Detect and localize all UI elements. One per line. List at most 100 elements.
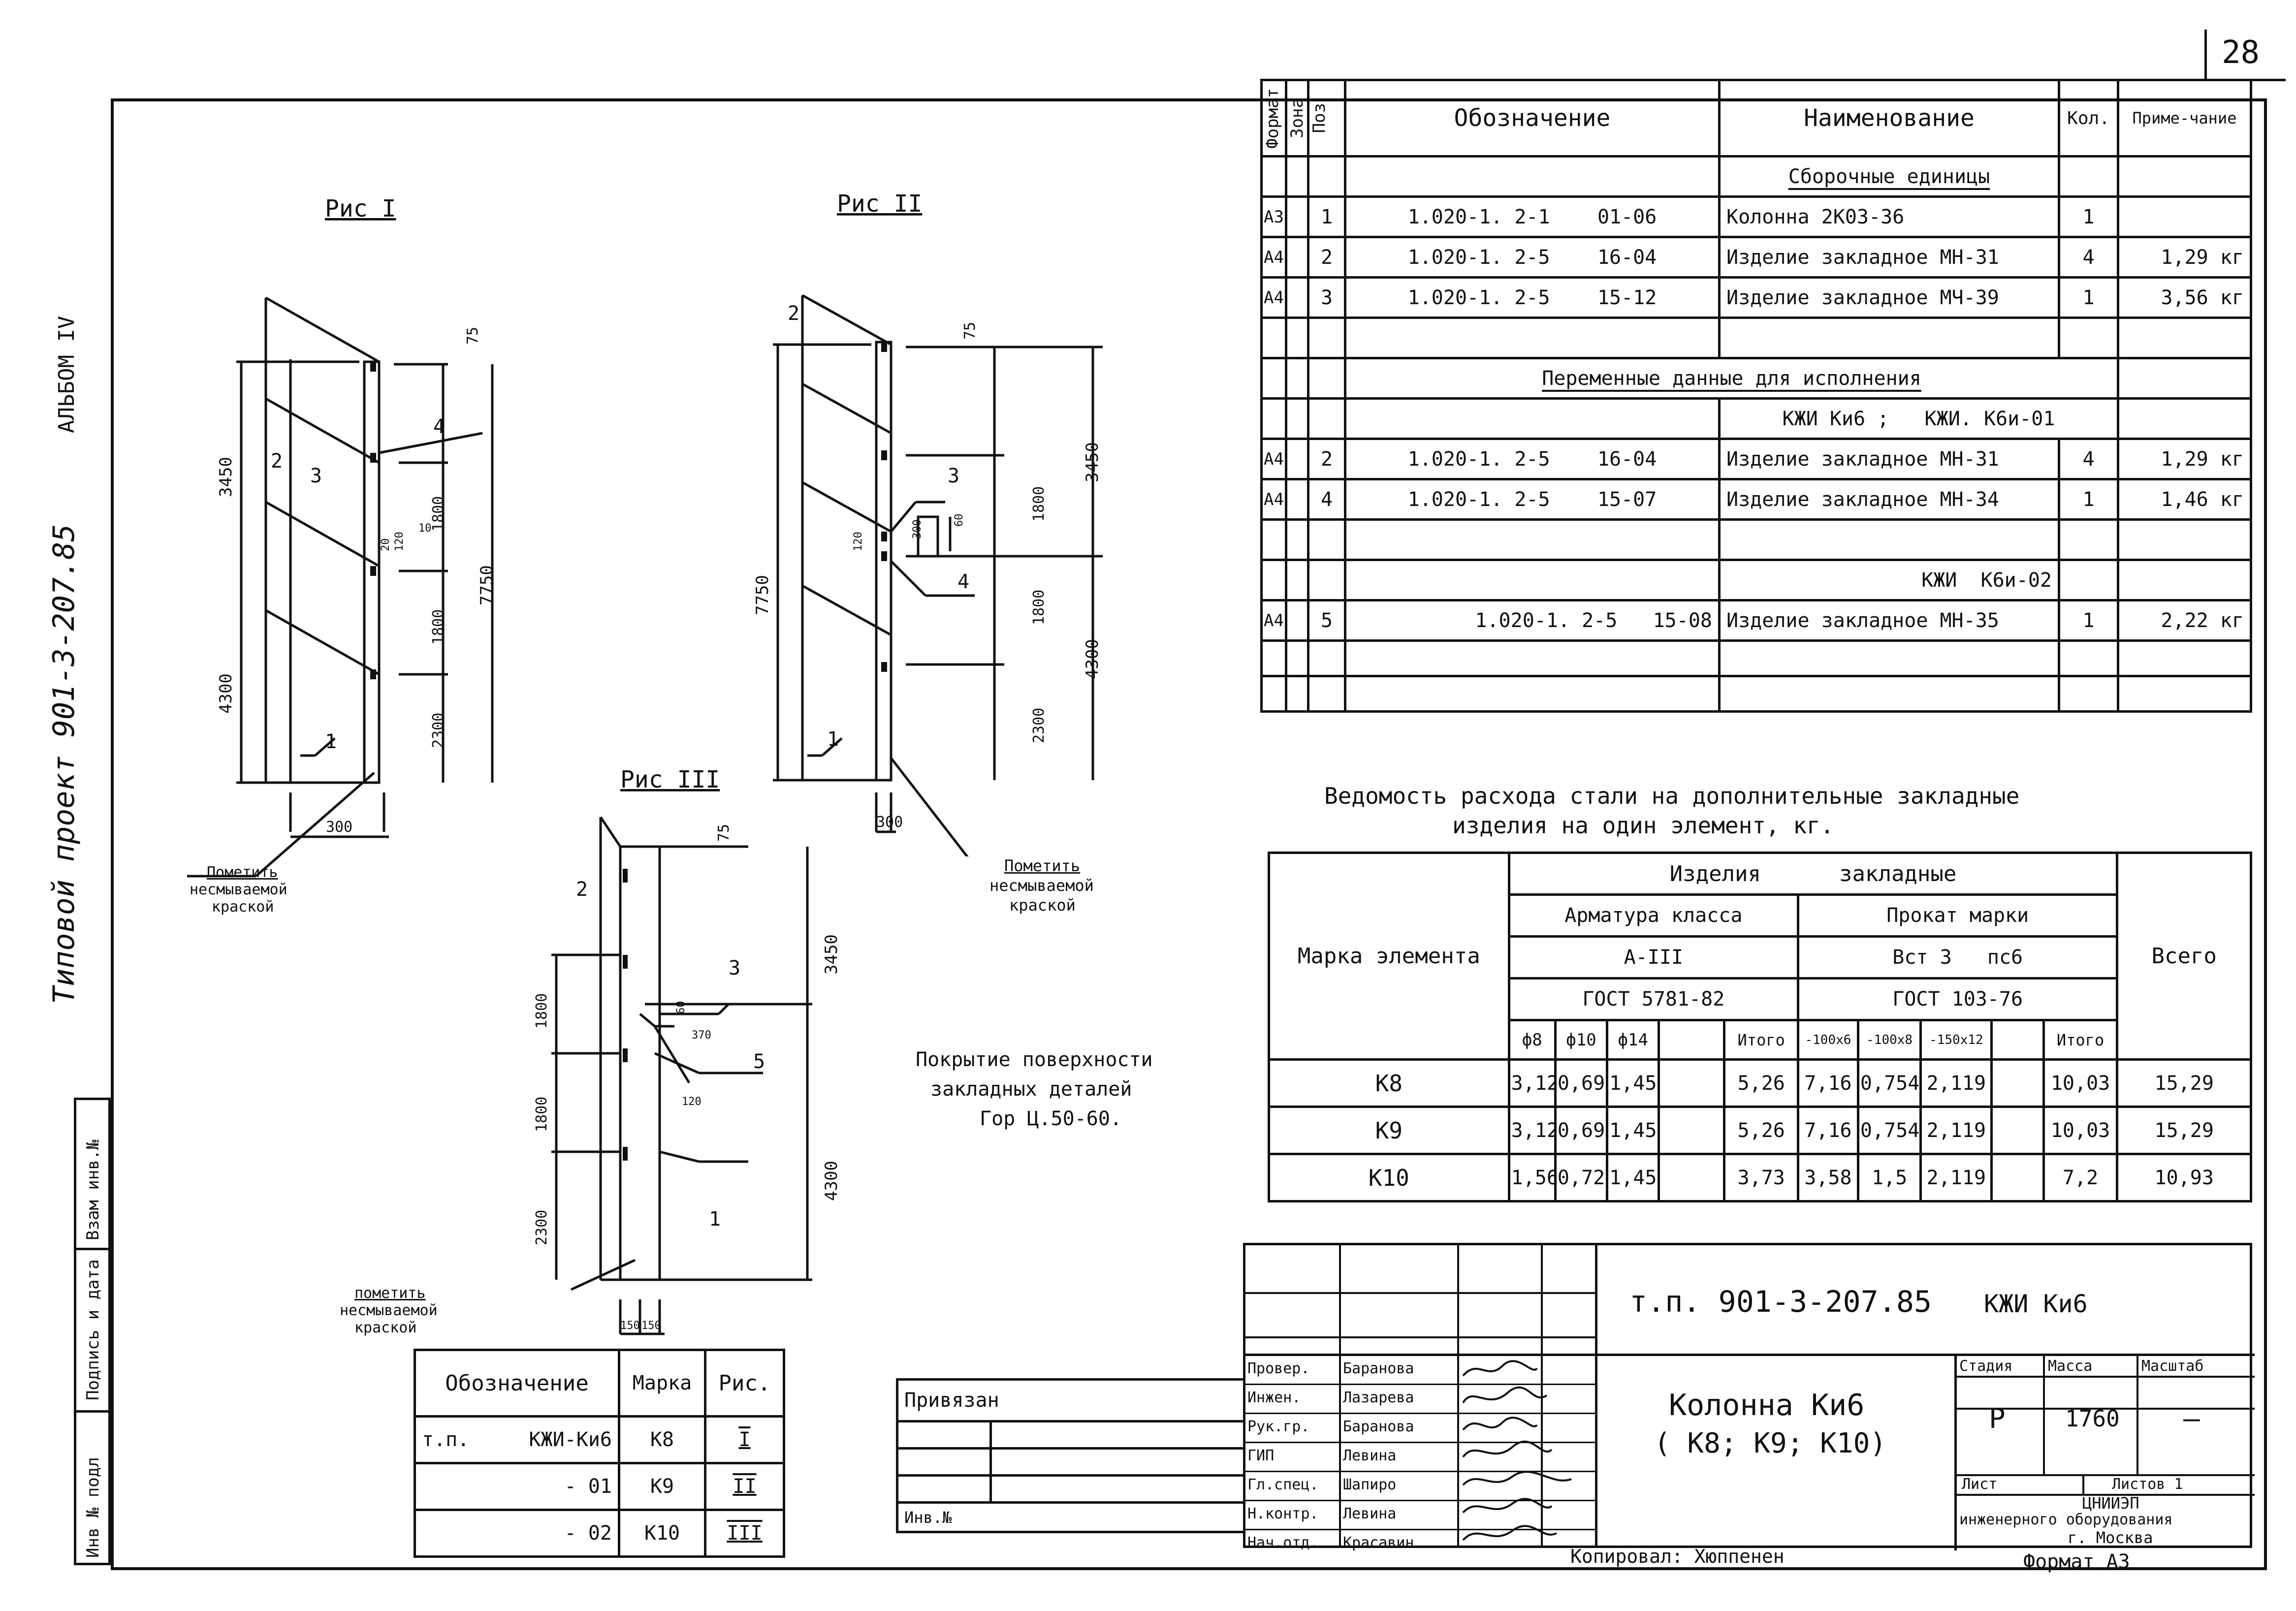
spec-cell-name: Изделие закладное МН-31 [1718, 438, 2060, 480]
fig3-dim-1800b: 1800 [533, 1097, 550, 1132]
steel-col: Итого [2042, 1019, 2119, 1061]
fig2-callout-2: 2 [788, 302, 799, 325]
figure-3: Рис III 75 3450 1800 60 370 120 1800 430… [533, 766, 841, 1335]
steel-header-total: Всего [2116, 852, 2252, 1061]
steel-cell: 5,26 [1723, 1058, 1799, 1108]
figure-2: Рис II 75 3450 1800 300 60 120 1800 2300… [753, 190, 1103, 856]
sheet-number: 28 [2222, 34, 2260, 71]
steel-header-items: Изделия закладные [1507, 852, 2119, 896]
stamp-name: Левина [1343, 1505, 1397, 1522]
steel-cell: 3,12 [1507, 1058, 1557, 1108]
fig3-note-1: пометить [354, 1285, 426, 1302]
fig3-dim-150b: 150 [641, 1320, 661, 1332]
fig1-dim-75: 75 [464, 327, 481, 345]
steel-header-mark: Марка элемента [1268, 852, 1510, 1061]
steel-col: -100х8 [1856, 1019, 1922, 1061]
fig3-dim-60: 60 [675, 1001, 687, 1014]
spec-header-pos: Поз [1309, 103, 1330, 133]
specification-table: Формат Зона Поз Обозначение Наименование… [1260, 79, 2252, 713]
fig2-callout-1: 1 [827, 728, 839, 751]
steel-cell: 0,72 [1554, 1153, 1609, 1202]
steel-consumption-table: Марка элемента Изделия закладные Всего А… [1268, 852, 2252, 1202]
stamp-scale-label: Масштаб [2141, 1358, 2204, 1375]
stamp-org-3: г. Москва [2068, 1528, 2153, 1547]
stamp-org-2: инженерного оборудования [1959, 1511, 2173, 1528]
spec-cell-qty: 4 [2058, 438, 2119, 480]
table-row: т.п. КЖИ-Ки6 К8 I [414, 1415, 785, 1464]
spec-cell-format: А4 [1260, 438, 1287, 480]
spec-cell-designation: 1.020-1. 2-5 16-04 [1344, 438, 1721, 480]
steel-col [1658, 1019, 1726, 1061]
steel-cell-mark: К8 [1268, 1058, 1510, 1108]
spec-row: А3 1 1.020-1. 2-1 01-06 Колонна 2К03-36 … [1260, 195, 2252, 238]
stamp-role: Провер. [1247, 1360, 1310, 1377]
steel-cell: 1,45 [1606, 1153, 1660, 1202]
spec-row: А4 2 1.020-1. 2-5 16-04 Изделие закладно… [1260, 236, 2252, 279]
fig1-dim-10: 10 [418, 522, 432, 535]
fig1-note-1: Пометить [207, 864, 278, 881]
steel-cell: 3,73 [1723, 1153, 1799, 1202]
fig2-dim-300: 300 [911, 519, 924, 539]
stamp-role: Рук.гр. [1247, 1418, 1310, 1435]
side-album-label: АЛЬБОМ IV [54, 316, 79, 433]
stamp-name: Баранова [1343, 1360, 1414, 1377]
spec-cell-pos: 3 [1307, 276, 1346, 319]
spec-header-name: Наименование [1718, 79, 2060, 158]
fig2-note-3: краской [1009, 896, 1076, 915]
stamp-title-2: ( К8; К9; К10) [1654, 1427, 1887, 1459]
spec-cell-designation: 1.020-1. 2-5 15-12 [1344, 276, 1721, 319]
signature-scribble [1462, 1360, 1538, 1377]
steel-cell-total: 15,29 [2116, 1106, 2252, 1155]
side-box-inv: Инв № подл [83, 1457, 103, 1558]
side-box-sign: Подпись и дата [83, 1259, 103, 1400]
marks-cell-designation: - 01 [414, 1462, 620, 1511]
steel-cell [1658, 1106, 1726, 1155]
steel-cell: 1,45 [1606, 1058, 1660, 1108]
sheet-number-box: 28 [2204, 30, 2286, 81]
stamp-name: Лазарева [1343, 1389, 1414, 1406]
spec-cell-note: 2,22 кг [2117, 599, 2252, 642]
steel-header-rolled-gost: ГОСТ 103-76 [1796, 977, 2119, 1021]
spec-row: А4 5 1.020-1. 2-5 15-08 Изделие закладно… [1260, 599, 2252, 642]
spec-cell-pos: 4 [1307, 478, 1346, 521]
steel-cell: 3,12 [1507, 1106, 1557, 1155]
fig1-callout-3: 3 [310, 465, 322, 487]
spec-cell-note: 1,29 кг [2117, 236, 2252, 279]
stamp-sheet-label: Лист [1962, 1476, 1998, 1493]
stamp-title-1: Колонна Ки6 [1669, 1388, 1865, 1422]
fig1-callout-2: 2 [271, 450, 283, 473]
marks-header-mark: Марка [618, 1349, 706, 1418]
spec-cell-designation: 1.020-1. 2-5 16-04 [1344, 236, 1721, 279]
fig3-dim-370: 370 [692, 1029, 711, 1042]
fig2-dim-75: 75 [961, 322, 979, 340]
steel-col: ф14 [1606, 1019, 1660, 1061]
fig2-callout-4: 4 [957, 570, 969, 593]
fig3-note-2: несмываемой [340, 1302, 438, 1319]
stamp-name: Шапиро [1343, 1476, 1397, 1493]
drawing-frame [111, 98, 2267, 1570]
steel-cell: 0,69 [1554, 1058, 1609, 1108]
fig2-dim-1800b: 1800 [1030, 590, 1048, 625]
steel-cell-total: 15,29 [2116, 1058, 2252, 1108]
fig3-dim-120: 120 [682, 1096, 702, 1108]
figure-1: Рис I 75 3450 1800 1800 2300 4300 7750 3… [187, 195, 497, 878]
fig3-callout-5: 5 [753, 1050, 765, 1073]
fig1-dim-20: 20 [380, 538, 392, 552]
binding-inv: Инв.№ [896, 1501, 1245, 1533]
fig3-dim-1800a: 1800 [533, 993, 550, 1029]
fig3-dim-75: 75 [715, 824, 733, 842]
stamp-person-row: Провер. Баранова [1245, 1356, 1595, 1385]
fig3-dim-4300: 4300 [822, 1161, 841, 1201]
stamp-stage-label: Стадия [1959, 1358, 2013, 1375]
stamp-name: Красавин [1343, 1534, 1414, 1551]
steel-col: Итого [1723, 1019, 1799, 1061]
spec-cell-format: А4 [1260, 236, 1287, 279]
table-row: К10 1,56 0,72 1,45 3,73 3,58 1,5 2,119 7… [1268, 1153, 2252, 1202]
spec-cell-name: Изделие закладное МН-34 [1718, 478, 2060, 521]
spec-cell-qty: 4 [2058, 236, 2119, 279]
spec-row: А4 2 1.020-1. 2-5 16-04 Изделие закладно… [1260, 438, 2252, 480]
spec-variable-title: Переменные данные для исполнения [1344, 357, 2119, 400]
spec-header-zone: Зона [1287, 98, 1307, 138]
steel-cell: 5,26 [1723, 1106, 1799, 1155]
stamp-role: Инжен. [1247, 1389, 1301, 1406]
